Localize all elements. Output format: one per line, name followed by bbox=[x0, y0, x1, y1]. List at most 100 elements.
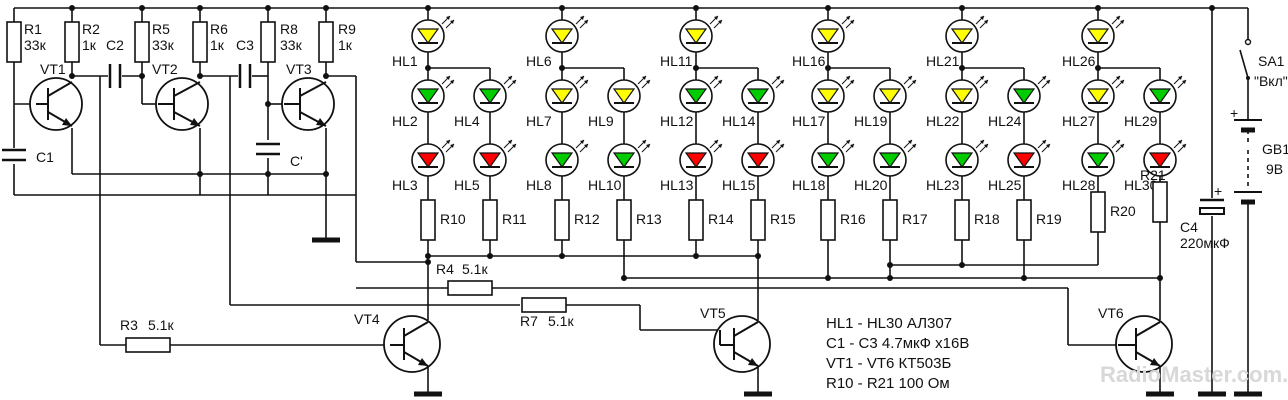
led-hl11-label: HL11 bbox=[660, 53, 693, 69]
note-capacitors: C1 - C3 4.7мкФ х16В bbox=[826, 335, 969, 352]
led-hl8-label: HL8 bbox=[526, 177, 552, 193]
resistor-r8-value: 33к bbox=[280, 37, 303, 53]
transistor-vt3: VT3 bbox=[281, 61, 335, 131]
capacitor-c-prime-label: C' bbox=[290, 153, 303, 169]
switch-sa1: SA1 "Вкл" bbox=[1239, 38, 1288, 89]
led-hl14-label: HL14 bbox=[722, 113, 756, 129]
led-hl20: HL20 bbox=[854, 139, 917, 193]
led-hl25-label: HL25 bbox=[988, 177, 1022, 193]
led-hl8: HL8 bbox=[526, 139, 589, 193]
led-hl25: HL25 bbox=[988, 139, 1051, 193]
resistor-r3 bbox=[125, 337, 171, 353]
resistor-r18-label: R18 bbox=[974, 211, 1000, 227]
led-hl23: HL23 bbox=[926, 139, 989, 193]
led-hl9-label: HL9 bbox=[588, 113, 614, 129]
resistor-r18: R18 bbox=[954, 199, 1000, 241]
led-hl18-label: HL18 bbox=[792, 177, 826, 193]
resistor-r4-value: 5.1к bbox=[462, 261, 488, 277]
capacitor-c4: + C4 220мкФ bbox=[1180, 183, 1230, 251]
led-hl11: HL11 bbox=[660, 15, 723, 69]
led-hl26: HL26 bbox=[1062, 15, 1125, 69]
led-hl22: HL22 bbox=[926, 75, 989, 129]
led-hl26-label: HL26 bbox=[1062, 53, 1096, 69]
resistor-r4 bbox=[447, 280, 493, 296]
note-leds: HL1 - HL30 АЛ307 bbox=[826, 315, 952, 332]
capacitor-c3: C3 bbox=[236, 37, 254, 88]
transistor-vt2-label: VT2 bbox=[152, 61, 178, 77]
resistor-r1-value: 33к bbox=[24, 37, 47, 53]
capacitor-c1-label: C1 bbox=[36, 149, 54, 165]
led-hl7: HL7 bbox=[526, 75, 589, 129]
led-hl27-label: HL27 bbox=[1062, 113, 1096, 129]
led-hl12-label: HL12 bbox=[660, 113, 694, 129]
led-hl9: HL9 bbox=[588, 75, 651, 129]
resistor-r19-label: R19 bbox=[1036, 211, 1062, 227]
transistor-vt3-label: VT3 bbox=[286, 61, 312, 77]
led-hl20-label: HL20 bbox=[854, 177, 888, 193]
led-hl10: HL10 bbox=[588, 139, 651, 193]
resistor-r13: R13 bbox=[616, 199, 662, 241]
resistor-r21-label: R21 bbox=[1140, 167, 1166, 183]
resistor-r16-label: R16 bbox=[840, 211, 866, 227]
led-hl13: HL13 bbox=[660, 139, 723, 193]
resistor-r14: R14 bbox=[688, 199, 734, 241]
resistor-r11: R11 bbox=[482, 199, 527, 241]
led-hl6-label: HL6 bbox=[526, 53, 552, 69]
resistor-r9 bbox=[318, 21, 334, 63]
led-hl1-label: HL1 bbox=[392, 53, 418, 69]
led-hl4-label: HL4 bbox=[454, 113, 480, 129]
resistor-r4-ref: R4 bbox=[436, 261, 454, 277]
resistor-r19: R19 bbox=[1016, 199, 1062, 241]
led-hl30-label: HL30 bbox=[1124, 177, 1158, 193]
led-hl17: HL17 bbox=[792, 75, 855, 129]
oscillator-transistors: VT1 VT2 VT3 bbox=[29, 61, 335, 131]
resistor-r12: R12 bbox=[554, 199, 600, 241]
power-section: SA1 "Вкл" + GB1 9В + C4 220мкФ bbox=[1180, 38, 1288, 251]
led-hl24-label: HL24 bbox=[988, 113, 1022, 129]
led-hl2: HL2 bbox=[392, 75, 455, 129]
transistor-vt5-label: VT5 bbox=[700, 305, 726, 321]
resistor-r6-value: 1к bbox=[210, 37, 225, 53]
capacitor-c1: C1 bbox=[2, 148, 54, 165]
transistor-vt4-label: VT4 bbox=[354, 311, 380, 327]
battery-gb1: + GB1 9В bbox=[1230, 105, 1288, 208]
led-hl15-label: HL15 bbox=[722, 177, 756, 193]
led-hl27: HL27 bbox=[1062, 75, 1125, 129]
capacitor-c4-ref: C4 bbox=[1180, 219, 1198, 235]
led-hl18: HL18 bbox=[792, 139, 855, 193]
transistor-vt6: VT6 bbox=[1098, 305, 1173, 373]
resistor-r6 bbox=[192, 21, 208, 63]
led-hl10-label: HL10 bbox=[588, 177, 622, 193]
resistor-r10-label: R10 bbox=[440, 211, 466, 227]
led-hl21: HL21 bbox=[926, 15, 989, 69]
switch-sa1-ref: SA1 bbox=[1258, 53, 1285, 69]
resistor-r7 bbox=[521, 297, 567, 313]
switch-sa1-state: "Вкл" bbox=[1254, 73, 1288, 89]
resistor-r21: R21 bbox=[1140, 167, 1168, 223]
led-hl2-label: HL2 bbox=[392, 113, 418, 129]
svg-text:+: + bbox=[1230, 105, 1238, 121]
svg-text:+: + bbox=[1214, 183, 1222, 199]
note-resistors: R10 - R21 100 Ом bbox=[826, 375, 950, 392]
capacitor-c4-value: 220мкФ bbox=[1180, 235, 1230, 251]
resistor-r9-ref: R9 bbox=[338, 21, 356, 37]
oscillator-capacitors: C1 C2 C3 C' bbox=[2, 37, 303, 169]
resistor-r8-ref: R8 bbox=[280, 21, 298, 37]
led-hl19-label: HL19 bbox=[854, 113, 888, 129]
watermark: RadioMaster.com.ua bbox=[1100, 362, 1288, 387]
led-hl29-label: HL29 bbox=[1124, 113, 1158, 129]
led-hl16: HL16 bbox=[792, 15, 855, 69]
resistor-r2 bbox=[64, 21, 80, 63]
driver-transistors: VT4 VT5 VT6 bbox=[354, 305, 1173, 373]
resistor-r10: R10 bbox=[420, 199, 466, 241]
led-hl21-label: HL21 bbox=[926, 53, 960, 69]
resistor-r2-ref: R2 bbox=[82, 21, 100, 37]
led-hl15: HL15 bbox=[722, 139, 785, 193]
note-transistors: VT1 - VT6 КТ503Б bbox=[826, 355, 951, 372]
led-hl17-label: HL17 bbox=[792, 113, 826, 129]
led-hl24: HL24 bbox=[988, 75, 1051, 129]
led-hl7-label: HL7 bbox=[526, 113, 552, 129]
resistor-r20-label: R20 bbox=[1110, 203, 1136, 219]
